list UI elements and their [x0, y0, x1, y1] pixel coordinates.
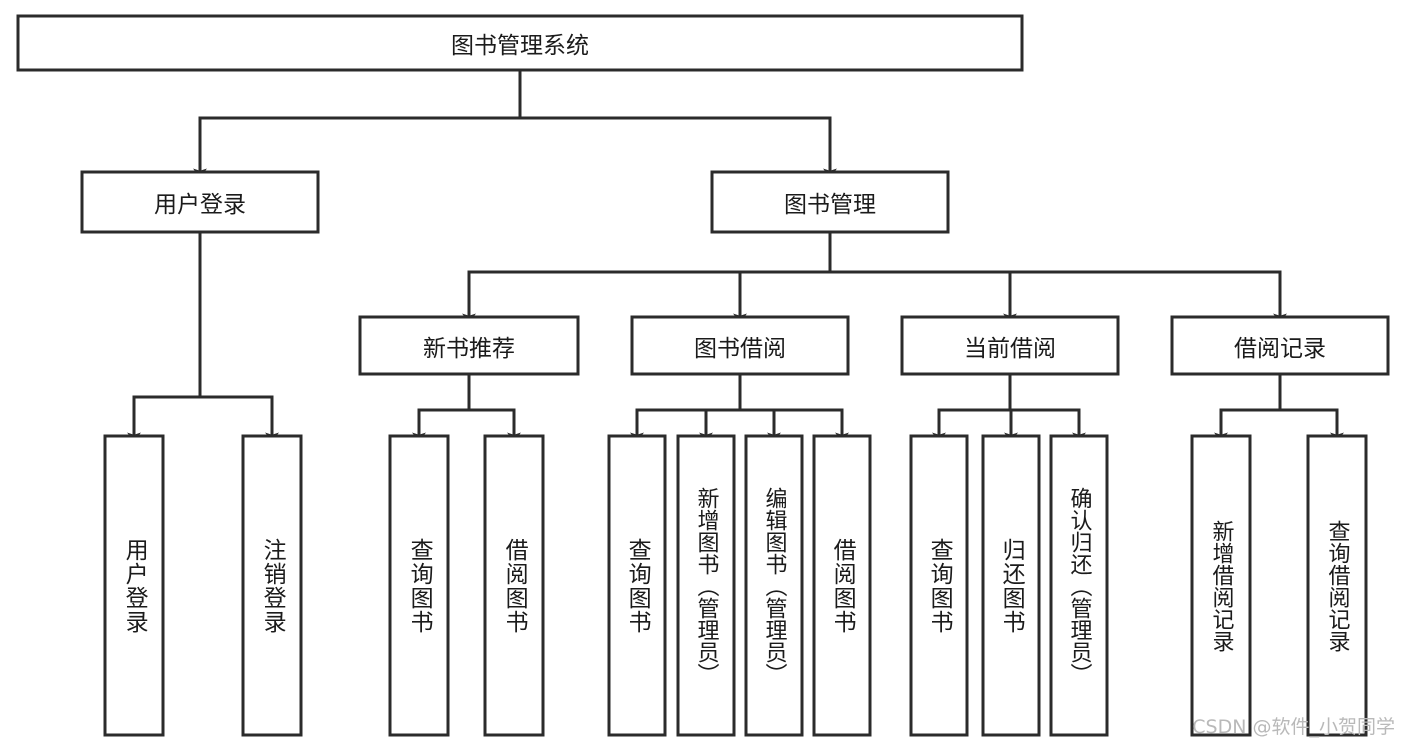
connector-lines	[127, 68, 1344, 442]
leaf-box[interactable]	[241, 434, 303, 737]
leaf-box[interactable]	[1306, 434, 1368, 737]
leaf-box[interactable]	[676, 434, 736, 737]
submodule-box[interactable]	[900, 315, 1120, 376]
leaf-box[interactable]	[103, 434, 165, 737]
watermark-text: CSDN @软件_小贺同学	[1192, 716, 1395, 738]
leaf-box[interactable]	[812, 434, 872, 737]
module-box[interactable]	[80, 170, 320, 234]
leaf-box[interactable]	[607, 434, 667, 737]
leaf-box[interactable]	[744, 434, 804, 737]
leaf-box[interactable]	[1049, 434, 1109, 737]
leaf-box[interactable]	[909, 434, 969, 737]
root-box[interactable]	[16, 14, 1024, 72]
leaf-box[interactable]	[388, 434, 450, 737]
submodule-box[interactable]	[1170, 315, 1390, 376]
leaf-box[interactable]	[1190, 434, 1252, 737]
leaf-box[interactable]	[981, 434, 1041, 737]
submodule-box[interactable]	[630, 315, 850, 376]
leaf-box[interactable]	[483, 434, 545, 737]
node-boxes	[16, 14, 1390, 737]
module-box[interactable]	[710, 170, 950, 234]
submodule-box[interactable]	[358, 315, 580, 376]
